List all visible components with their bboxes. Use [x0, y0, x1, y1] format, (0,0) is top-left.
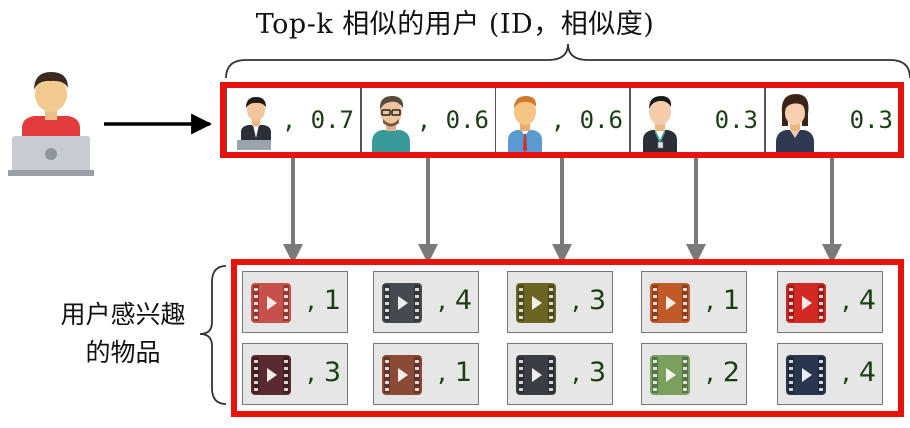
- item-cell: , 4: [373, 271, 479, 333]
- items-frame: [231, 259, 904, 417]
- rating-value: , 4: [841, 285, 876, 316]
- film-icon: [786, 283, 826, 323]
- man-with-tie-icon: [508, 96, 542, 152]
- similar-user-4: 0.3: [630, 85, 765, 153]
- similar-user-5: 0.3: [765, 85, 900, 153]
- similarity-value: , 0.6: [550, 106, 623, 134]
- down-arrows: [283, 155, 842, 264]
- item-cell: , 1: [373, 343, 479, 405]
- interested-items-label: 用户感兴趣 的物品: [28, 296, 218, 372]
- user-at-laptop-icon: [8, 72, 94, 176]
- left-brace: [199, 265, 227, 405]
- woman-icon: [776, 94, 814, 152]
- rating-value: , 1: [437, 357, 472, 388]
- rating-value: , 1: [705, 285, 740, 316]
- film-icon: [516, 283, 556, 323]
- rating-value: , 3: [306, 357, 341, 388]
- rating-value: , 1: [306, 285, 341, 316]
- side-label-line-2: 的物品: [85, 338, 161, 367]
- similarity-value: 0.3: [714, 106, 758, 134]
- man-with-lanyard-icon: [643, 96, 677, 152]
- item-cell: , 1: [242, 271, 348, 333]
- rating-value: , 3: [571, 357, 606, 388]
- film-icon: [786, 355, 826, 395]
- item-cell: , 4: [777, 271, 883, 333]
- film-icon: [382, 283, 422, 323]
- film-icon: [650, 355, 690, 395]
- side-label-line-1: 用户感兴趣: [60, 300, 186, 329]
- item-cell: , 1: [641, 271, 747, 333]
- item-cell: , 3: [507, 343, 613, 405]
- similarity-value: 0.3: [849, 106, 893, 134]
- similar-user-2: , 0.6: [361, 85, 496, 153]
- film-icon: [650, 283, 690, 323]
- item-cell: , 3: [242, 343, 348, 405]
- similarity-value: , 0.7: [281, 106, 354, 134]
- film-icon: [251, 355, 291, 395]
- similarity-value: , 0.6: [416, 106, 489, 134]
- film-icon: [382, 355, 422, 395]
- film-icon: [251, 283, 291, 323]
- item-cell: , 3: [507, 271, 613, 333]
- rating-value: , 3: [571, 285, 606, 316]
- film-icon: [516, 355, 556, 395]
- item-cell: , 2: [641, 343, 747, 405]
- rating-value: , 4: [841, 357, 876, 388]
- top-brace: [225, 43, 910, 79]
- item-cell: , 4: [777, 343, 883, 405]
- similar-user-1: , 0.7: [226, 85, 361, 153]
- rating-value: , 4: [437, 285, 472, 316]
- similar-users-frame: [220, 82, 904, 158]
- rating-value: , 2: [705, 357, 740, 388]
- man-with-glasses-icon: [372, 96, 410, 152]
- businessman-at-laptop-icon: [237, 97, 271, 150]
- diagram-title: Top-k 相似的用户 (ID，相似度): [255, 9, 655, 40]
